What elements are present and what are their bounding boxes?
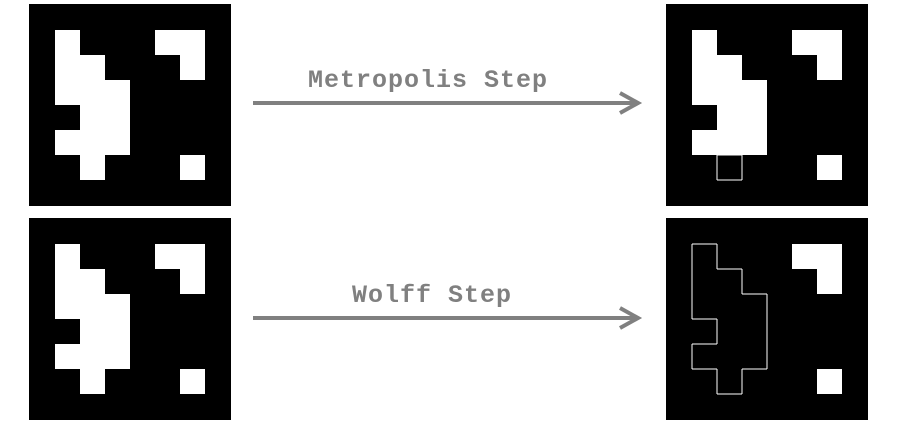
spin-up-cell bbox=[105, 294, 130, 319]
spin-up-cell bbox=[55, 80, 80, 105]
spin-up-cell bbox=[80, 155, 105, 180]
wolff-after-lattice bbox=[666, 218, 868, 420]
spin-up-cell bbox=[692, 30, 717, 55]
spin-up-cell bbox=[80, 55, 105, 80]
spin-up-cell bbox=[180, 55, 205, 80]
spin-up-cell bbox=[742, 130, 767, 155]
spin-up-cell bbox=[80, 294, 105, 319]
spin-up-cell bbox=[105, 344, 130, 369]
wolff-arrow bbox=[253, 306, 643, 330]
spin-up-cell bbox=[817, 155, 842, 180]
spin-up-cell bbox=[817, 244, 842, 269]
spin-up-cell bbox=[105, 105, 130, 130]
spin-up-cell bbox=[692, 55, 717, 80]
spin-up-cell bbox=[80, 105, 105, 130]
spin-up-cell bbox=[105, 319, 130, 344]
spin-up-cell bbox=[792, 244, 817, 269]
metropolis-step-label: Metropolis Step bbox=[308, 66, 549, 95]
spin-up-cell bbox=[180, 155, 205, 180]
wolff-before-lattice bbox=[29, 218, 231, 420]
spin-up-cell bbox=[717, 55, 742, 80]
spin-up-cell bbox=[80, 369, 105, 394]
flipped-cluster-outline bbox=[716, 154, 743, 181]
metropolis-arrow bbox=[253, 91, 643, 115]
spin-up-cell bbox=[55, 269, 80, 294]
spin-up-cell bbox=[55, 55, 80, 80]
spin-up-cell bbox=[817, 269, 842, 294]
spin-up-cell bbox=[717, 105, 742, 130]
flipped-cluster-outline bbox=[691, 243, 768, 395]
spin-up-cell bbox=[692, 80, 717, 105]
spin-up-cell bbox=[742, 80, 767, 105]
spin-up-cell bbox=[792, 30, 817, 55]
spin-up-cell bbox=[105, 80, 130, 105]
spin-up-cell bbox=[80, 344, 105, 369]
spin-up-cell bbox=[80, 80, 105, 105]
spin-up-cell bbox=[180, 269, 205, 294]
spin-up-cell bbox=[55, 244, 80, 269]
spin-up-cell bbox=[742, 105, 767, 130]
spin-up-cell bbox=[180, 30, 205, 55]
spin-up-cell bbox=[105, 130, 130, 155]
spin-up-cell bbox=[817, 369, 842, 394]
spin-up-cell bbox=[55, 130, 80, 155]
wolff-step-label: Wolff Step bbox=[352, 281, 513, 310]
spin-up-cell bbox=[692, 130, 717, 155]
spin-up-cell bbox=[55, 294, 80, 319]
spin-up-cell bbox=[180, 369, 205, 394]
spin-up-cell bbox=[155, 244, 180, 269]
spin-up-cell bbox=[717, 80, 742, 105]
spin-up-cell bbox=[80, 269, 105, 294]
spin-up-cell bbox=[717, 130, 742, 155]
spin-up-cell bbox=[55, 344, 80, 369]
spin-up-cell bbox=[155, 30, 180, 55]
spin-up-cell bbox=[55, 30, 80, 55]
spin-up-cell bbox=[817, 55, 842, 80]
spin-up-cell bbox=[80, 319, 105, 344]
spin-up-cell bbox=[180, 244, 205, 269]
metropolis-after-lattice bbox=[666, 4, 868, 206]
metropolis-before-lattice bbox=[29, 4, 231, 206]
spin-up-cell bbox=[817, 30, 842, 55]
spin-up-cell bbox=[80, 130, 105, 155]
